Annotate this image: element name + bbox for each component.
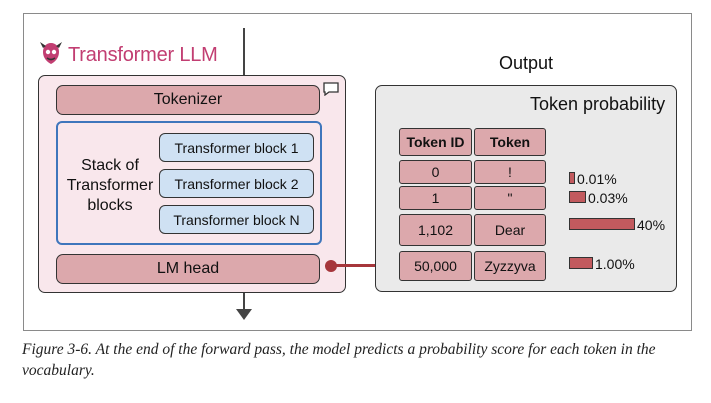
lm-head-connector bbox=[332, 264, 384, 267]
transformer-block-n: Transformer block N bbox=[159, 205, 314, 234]
input-arrow-line bbox=[243, 28, 245, 76]
output-title: Output bbox=[499, 53, 554, 73]
row-3-token: Zyzzyva bbox=[474, 251, 546, 281]
prob-bar-row-2 bbox=[569, 218, 635, 230]
lm-head-box: LM head bbox=[56, 254, 320, 284]
prob-label-row-3: 1.00% bbox=[595, 256, 635, 272]
row-0-token-id: 0 bbox=[399, 160, 472, 184]
prob-label-row-2: 40% bbox=[637, 217, 666, 233]
token-probability-title: Token probability bbox=[530, 94, 666, 114]
row-0-token: ! bbox=[474, 160, 546, 184]
tokenizer-box: Tokenizer bbox=[56, 85, 320, 115]
row-2-token: Dear bbox=[474, 214, 546, 246]
prob-bar-row-3 bbox=[569, 257, 593, 269]
llm-title: Transformer LLM bbox=[68, 44, 218, 66]
row-2-token-id: 1,102 bbox=[399, 214, 472, 246]
prob-label-row-0: 0.01% bbox=[577, 171, 617, 187]
prob-label-row-1: 0.03% bbox=[588, 190, 628, 206]
row-3-token-id: 50,000 bbox=[399, 251, 472, 281]
speech-bubble-icon bbox=[323, 82, 339, 96]
header-token-id: Token ID bbox=[399, 128, 472, 156]
connector-dot-left bbox=[325, 260, 337, 272]
transformer-block-2: Transformer block 2 bbox=[159, 169, 314, 198]
arrow-down-icon bbox=[236, 309, 252, 320]
transformer-block-1: Transformer block 1 bbox=[159, 133, 314, 162]
transformer-logo-icon bbox=[40, 42, 62, 64]
prob-bar-row-1 bbox=[569, 191, 586, 203]
header-token: Token bbox=[474, 128, 546, 156]
row-1-token-id: 1 bbox=[399, 186, 472, 210]
row-1-token: " bbox=[474, 186, 546, 210]
stack-label: Stack of Transformer blocks bbox=[66, 157, 154, 214]
figure-caption: Figure 3-6. At the end of the forward pa… bbox=[22, 341, 656, 379]
output-arrow-line bbox=[243, 293, 245, 311]
prob-bar-row-0 bbox=[569, 172, 575, 184]
